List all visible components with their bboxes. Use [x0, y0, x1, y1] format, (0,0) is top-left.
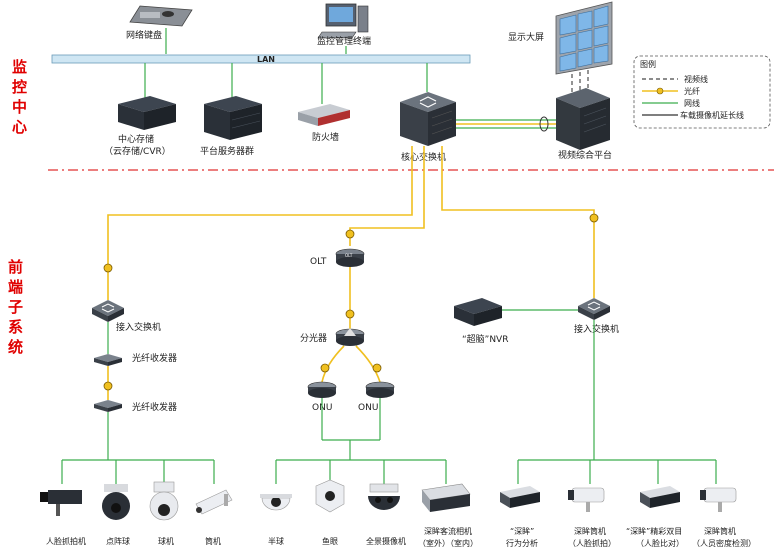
- onu-icon: [307, 381, 337, 398]
- section-char: 监: [12, 58, 27, 76]
- fiber-transceiver-icon: [94, 400, 122, 412]
- access-switch-left-icon: [92, 300, 124, 322]
- fiber-connector-icon: [656, 87, 664, 95]
- legend-title: 图例: [640, 59, 656, 69]
- fiber-link: [441, 146, 595, 298]
- camera-label: 点阵球: [106, 536, 130, 546]
- section-char: 统: [8, 338, 23, 356]
- section-char: 子: [8, 298, 23, 316]
- camera-label: （人脸抓拍）: [568, 538, 616, 548]
- camera-label: 半球: [268, 536, 284, 546]
- nvr-label: “超脑”NVR: [462, 333, 508, 345]
- monitoring-terminal-label: 监控管理终端: [317, 35, 371, 47]
- legend-network: 网线: [684, 98, 700, 108]
- fiber-link: [355, 345, 381, 383]
- camera-label: 行为分析: [506, 538, 538, 548]
- transceiver-2-label: 光纤收发器: [132, 401, 177, 413]
- transceiver-1-label: 光纤收发器: [132, 352, 177, 364]
- deep-bullet-camera-icon: [700, 487, 737, 512]
- behavior-analysis-camera-icon: [500, 486, 540, 508]
- camera-label: 深眸客流相机: [424, 526, 472, 536]
- fiber-connector-icon: [345, 229, 355, 239]
- firewall-label: 防火墙: [312, 131, 339, 143]
- fiber-transceiver-icon: [94, 354, 122, 366]
- monitoring-center-label: 监 控 中 心: [12, 58, 27, 136]
- olt-label: OLT: [310, 257, 327, 267]
- optical-splitter-icon: [335, 328, 365, 346]
- fiber-connector-icon: [103, 381, 113, 391]
- fiber-connector-icon: [589, 213, 599, 223]
- deep-bullet-camera-icon: [568, 487, 605, 512]
- fiber-link: [321, 345, 345, 383]
- core-switch-icon: [400, 92, 456, 146]
- fiber-connector-icon: [320, 363, 330, 373]
- video-platform-icon: [556, 88, 610, 150]
- legend-fiber: 光纤: [684, 86, 700, 96]
- camera-label: 深眸筒机: [704, 526, 736, 536]
- camera-labels: 人脸抓拍机 点阵球 球机 筒机 半球 鱼眼 全景摄像机 深眸客流相机 （室外）（…: [46, 526, 756, 548]
- camera-label: 人脸抓拍机: [46, 536, 86, 546]
- fiber-loop-icon: [539, 116, 549, 132]
- legend: 图例 视频线 光纤 网线 车载摄像机延长线: [633, 55, 771, 129]
- binocular-camera-icon: [640, 486, 680, 508]
- camera-label: “深眸”精彩双目: [626, 526, 682, 536]
- server-group-label: 平台服务器群: [200, 145, 254, 157]
- front-end-label: 前 端 子 系 统: [8, 258, 23, 356]
- onu-icon: [365, 381, 395, 398]
- central-storage-icon: [118, 96, 176, 130]
- nvr-icon: [454, 298, 502, 326]
- section-char: 前: [8, 258, 23, 276]
- camera-label: （人员密度检测）: [692, 538, 756, 548]
- video-platform-label: 视频综合平台: [558, 149, 612, 161]
- access-switch-right-label: 接入交换机: [574, 323, 619, 335]
- server-group-icon: [204, 96, 262, 140]
- camera-label: 筒机: [205, 536, 221, 546]
- box-camera-icon: [40, 490, 82, 516]
- access-switch-left-label: 接入交换机: [116, 321, 161, 333]
- fiber-connector-icon: [372, 363, 382, 373]
- video-wall-icon: [555, 1, 613, 75]
- monitoring-terminal-icon: [317, 3, 369, 39]
- svg-text:OLT: OLT: [345, 253, 353, 258]
- section-char: 中: [12, 98, 27, 116]
- central-storage-label-1: 中心存储: [118, 133, 154, 145]
- section-char: 端: [8, 278, 23, 296]
- network-keyboard-icon: [129, 5, 193, 27]
- network-keyboard-label: 网络键盘: [126, 29, 162, 41]
- legend-video-line: 视频线: [684, 74, 708, 84]
- section-char: 控: [12, 78, 27, 96]
- lan-label: LAN: [257, 55, 275, 64]
- camera-label: 鱼眼: [322, 536, 338, 546]
- olt-icon: OLT: [335, 248, 365, 267]
- panoramic-camera-icon: [368, 483, 400, 510]
- section-char: 心: [12, 118, 27, 136]
- camera-label: 球机: [158, 536, 174, 546]
- bullet-camera-icon: [195, 489, 233, 515]
- section-char: 系: [8, 318, 23, 336]
- fiber-connector-icon: [345, 309, 355, 319]
- camera-label: 深眸筒机: [574, 526, 606, 536]
- firewall-icon: [298, 104, 350, 126]
- half-dome-icon: [260, 494, 292, 511]
- camera-label: 全景摄像机: [366, 536, 406, 546]
- video-wall-label: 显示大屏: [508, 31, 544, 43]
- speed-dome-icon: [149, 481, 179, 521]
- ptz-dome-icon: [102, 484, 130, 520]
- onu-2-label: ONU: [358, 403, 378, 413]
- camera-label: （人脸比对）: [636, 538, 684, 548]
- camera-label: （室外）（室内）: [418, 538, 478, 548]
- fisheye-camera-icon: [315, 479, 345, 513]
- access-switch-right-icon: [578, 298, 610, 320]
- central-storage-label-2: （云存储/CVR）: [104, 145, 171, 157]
- fiber-connector-icon: [103, 263, 113, 273]
- splitter-label: 分光器: [300, 332, 327, 344]
- people-counting-camera-icon: [421, 483, 471, 512]
- lan-bus: [51, 54, 471, 64]
- camera-label: “深眸”: [510, 526, 534, 536]
- legend-vehicle-ext: 车载摄像机延长线: [680, 110, 744, 120]
- fiber-link: [107, 146, 413, 300]
